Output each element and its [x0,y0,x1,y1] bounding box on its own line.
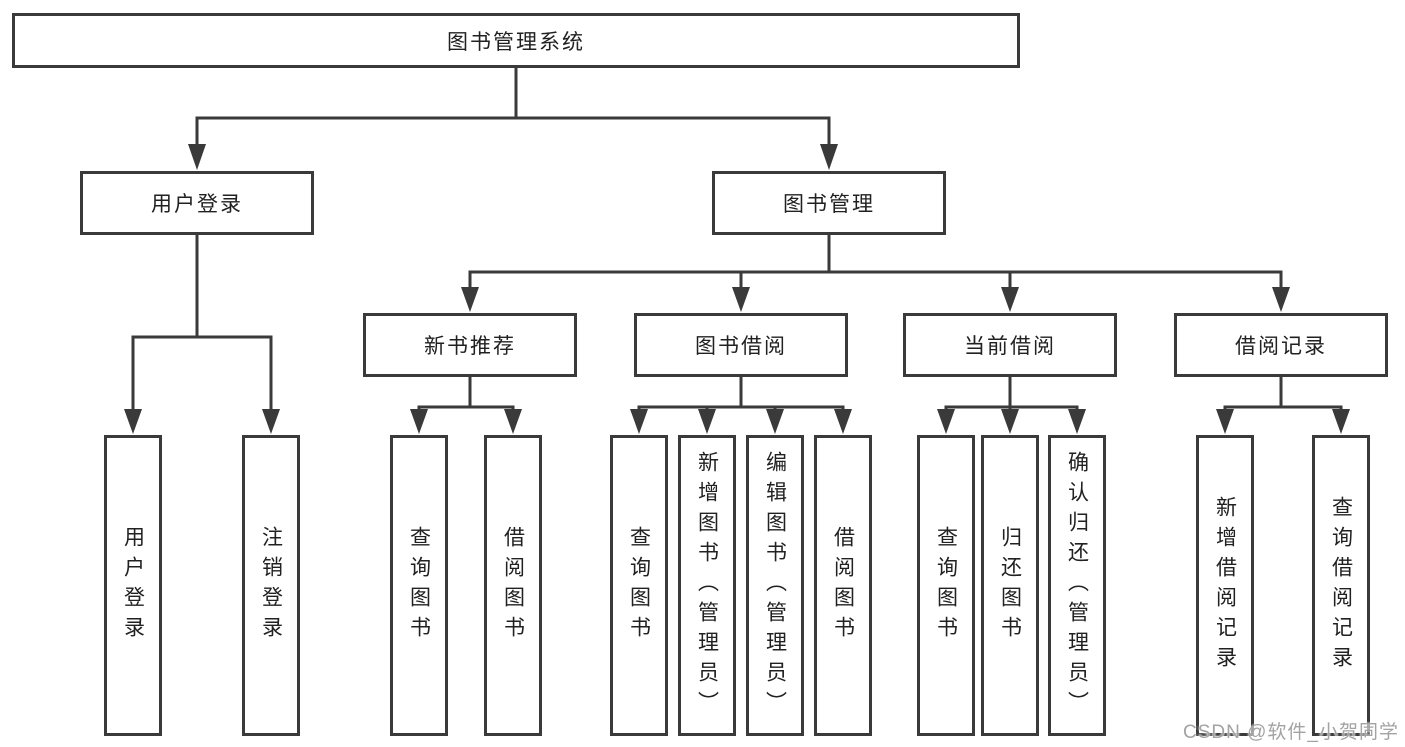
leaf-label: 查询图书 [407,525,431,646]
leaf-add-borrow-record: 新增借阅记录 [1196,435,1254,736]
leaf-label: 查询图书 [934,525,958,646]
leaf-label: 新增图书（管理员） [695,450,719,721]
leaf-return-books: 归还图书 [981,435,1039,736]
node-user-login: 用户登录 [80,171,314,235]
leaf-label: 编辑图书（管理员） [763,450,787,721]
leaf-add-books-admin: 新增图书（管理员） [678,435,736,736]
leaf-query-books-borrow: 查询图书 [610,435,668,736]
leaf-label: 确认归还（管理员） [1065,450,1089,721]
csdn-watermark: CSDN @软件_小贺同学 [1183,722,1399,743]
leaf-label: 归还图书 [998,525,1022,646]
leaf-label: 注销登录 [259,525,283,646]
leaf-confirm-return-admin: 确认归还（管理员） [1048,435,1106,736]
node-label: 图书管理系统 [447,30,585,54]
node-book-borrow: 图书借阅 [634,313,848,377]
node-label: 用户登录 [151,193,243,216]
node-label: 图书管理 [783,193,875,216]
node-current-borrow: 当前借阅 [903,313,1117,377]
leaf-borrow-books: 借阅图书 [814,435,872,736]
node-label: 新书推荐 [424,335,516,358]
node-root-library-system: 图书管理系统 [12,13,1020,68]
leaf-label: 用户登录 [121,525,145,646]
node-label: 图书借阅 [695,335,787,358]
leaf-label: 查询借阅记录 [1329,495,1353,676]
leaf-logout-login: 注销登录 [242,435,300,736]
leaf-edit-books-admin: 编辑图书（管理员） [746,435,804,736]
leaf-query-borrow-record: 查询借阅记录 [1312,435,1370,736]
leaf-user-login: 用户登录 [104,435,162,736]
leaf-label: 借阅图书 [501,525,525,646]
leaf-borrow-books-recommend: 借阅图书 [484,435,542,736]
leaf-query-books-recommend: 查询图书 [390,435,448,736]
leaf-label: 借阅图书 [831,525,855,646]
node-book-management: 图书管理 [712,171,946,235]
node-label: 当前借阅 [964,335,1056,358]
node-new-book-recommend: 新书推荐 [363,313,577,377]
node-borrow-records: 借阅记录 [1174,313,1388,377]
leaf-label: 查询图书 [627,525,651,646]
node-label: 借阅记录 [1235,335,1327,358]
leaf-query-books-current: 查询图书 [917,435,975,736]
leaf-label: 新增借阅记录 [1213,495,1237,676]
